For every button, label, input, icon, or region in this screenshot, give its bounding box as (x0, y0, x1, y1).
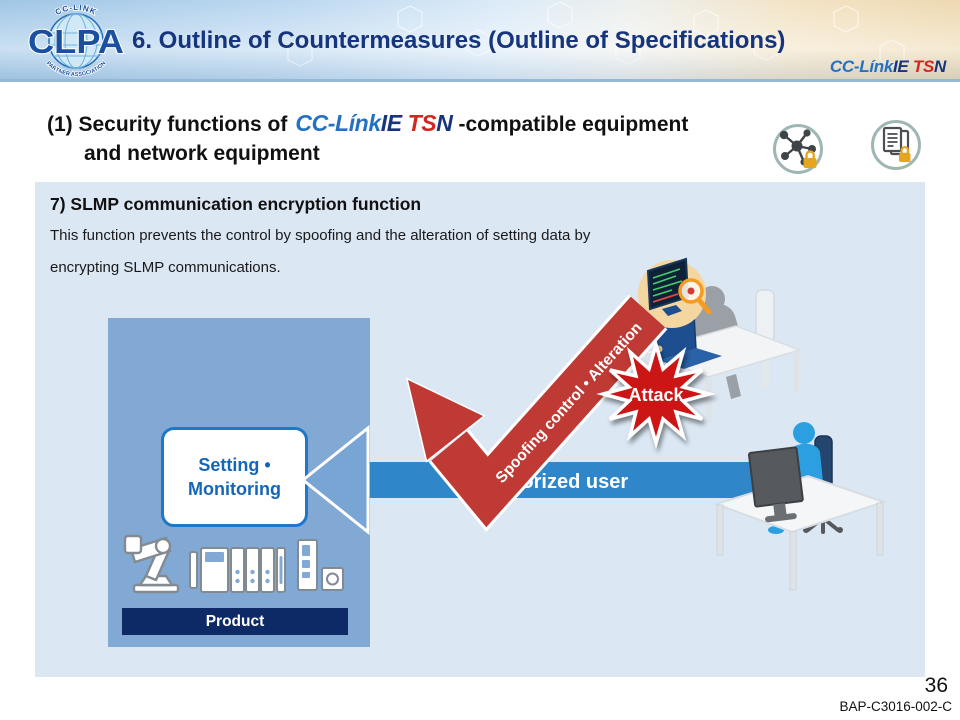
hexagon-pattern-icon (287, 1, 905, 67)
heading-prefix: (1) Security functions of (47, 113, 288, 136)
logo-part-ts: TS (407, 110, 437, 136)
cclink-ie-tsn-inline-logo: CC-LínkIE TSN (295, 110, 453, 136)
padlock-icon (803, 150, 817, 168)
logo-part-cclink: CC-Línk (295, 110, 381, 136)
documents-lock-icon (871, 120, 921, 170)
clpa-letters: CLPA (28, 23, 124, 60)
logo-part-n: N (436, 110, 453, 136)
logo-part-ie: IE (380, 110, 402, 136)
logo-part-cclink: CC-Línk (829, 57, 893, 76)
page-number: 36 (924, 674, 948, 697)
padlock-icon (899, 146, 911, 162)
setting-label-line2: Monitoring (188, 479, 281, 499)
clpa-logo: CLPA CC-LINK PARTNER ASSOCIATION (27, 5, 125, 77)
header-sheen (0, 0, 960, 79)
logo-part-ie: IE (892, 57, 909, 76)
document-code: BAP-C3016-002-C (839, 699, 952, 714)
cclink-ie-tsn-logo: CC-LínkIE TSN (830, 57, 946, 77)
header-banner: CLPA CC-LINK PARTNER ASSOCIATION 6. Outl… (0, 0, 960, 82)
section-heading-line2: and network equipment (84, 142, 320, 165)
page-title: 6. Outline of Countermeasures (Outline o… (132, 27, 786, 54)
section-heading-line1: (1) Security functions of CC-LínkIE TSN-c… (47, 110, 688, 137)
function-subtitle: 7) SLMP communication encryption functio… (50, 194, 422, 214)
product-label-bar: Product (122, 608, 348, 635)
body-text-line1: This function prevents the control by sp… (50, 227, 591, 244)
setting-label-line1: Setting • (198, 454, 271, 475)
logo-part-n: N (934, 57, 946, 76)
heading-suffix: -compatible equipment (458, 113, 689, 136)
logo-part-ts: TS (912, 57, 935, 76)
network-lock-icon (773, 124, 823, 174)
setting-monitoring-box: Setting • Monitoring (161, 427, 308, 527)
body-text-line2: encrypting SLMP communications. (50, 259, 281, 276)
